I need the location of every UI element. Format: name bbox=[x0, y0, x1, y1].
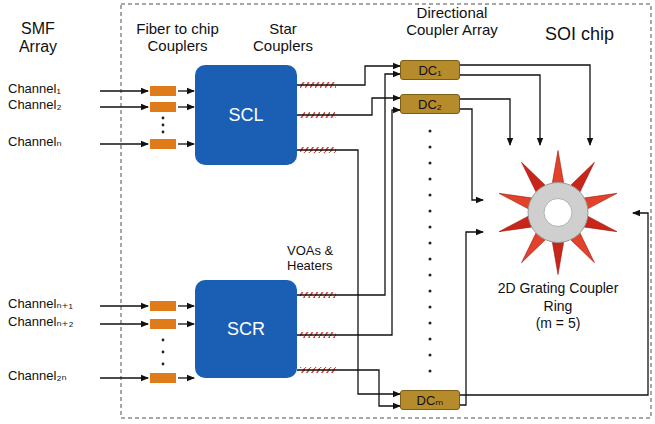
waveguide-connector bbox=[297, 110, 400, 335]
column-heading: SMF Array bbox=[6, 20, 70, 57]
channel-label: Channel₂ bbox=[8, 98, 61, 113]
waveguide-connector bbox=[297, 370, 400, 406]
channel-label: Channel₁ bbox=[8, 82, 61, 97]
channel-label: Channel₂ₙ bbox=[8, 369, 67, 384]
node-label: DCₘ bbox=[417, 393, 444, 408]
column-heading: Directional Coupler Array bbox=[390, 4, 514, 39]
input-arrows bbox=[100, 91, 194, 378]
node-label: 2D Grating Coupler Ring bbox=[483, 280, 633, 315]
chip-label: SOI chip bbox=[545, 24, 614, 45]
voa-label: VOAs & Heaters bbox=[287, 244, 349, 274]
node-label: DC₂ bbox=[418, 97, 442, 112]
chip-outline bbox=[121, 4, 651, 418]
channel-label: Channelₙ bbox=[8, 135, 62, 150]
waveguide-connector bbox=[460, 99, 510, 145]
waveguide-connector bbox=[460, 109, 483, 200]
waveguide-connector bbox=[460, 232, 483, 405]
column-heading: Star Couplers bbox=[243, 20, 323, 55]
node-sublabel: (m = 5) bbox=[483, 315, 633, 333]
star-coupler: SCR bbox=[195, 280, 297, 378]
voa-heaters bbox=[300, 82, 336, 373]
channel-label: Channelₙ₊₂ bbox=[8, 315, 74, 330]
directional-coupler: DC₂ bbox=[400, 94, 460, 114]
ring-illustration bbox=[483, 145, 633, 280]
node-label: DC₁ bbox=[418, 63, 441, 78]
channel-label: Channelₙ₊₁ bbox=[8, 297, 73, 312]
waveguide-connector bbox=[460, 65, 590, 145]
directional-coupler: DC₁ bbox=[400, 60, 460, 80]
directional-coupler: DCₘ bbox=[400, 390, 460, 410]
node-label: SCR bbox=[227, 319, 265, 340]
star-coupler: SCL bbox=[195, 65, 297, 165]
column-heading: Fiber to chip Couplers bbox=[125, 20, 230, 55]
node-label: SCL bbox=[228, 105, 263, 126]
fiber-couplers bbox=[150, 86, 176, 383]
grating-coupler-ring: 2D Grating Coupler Ring(m = 5) bbox=[483, 145, 633, 333]
